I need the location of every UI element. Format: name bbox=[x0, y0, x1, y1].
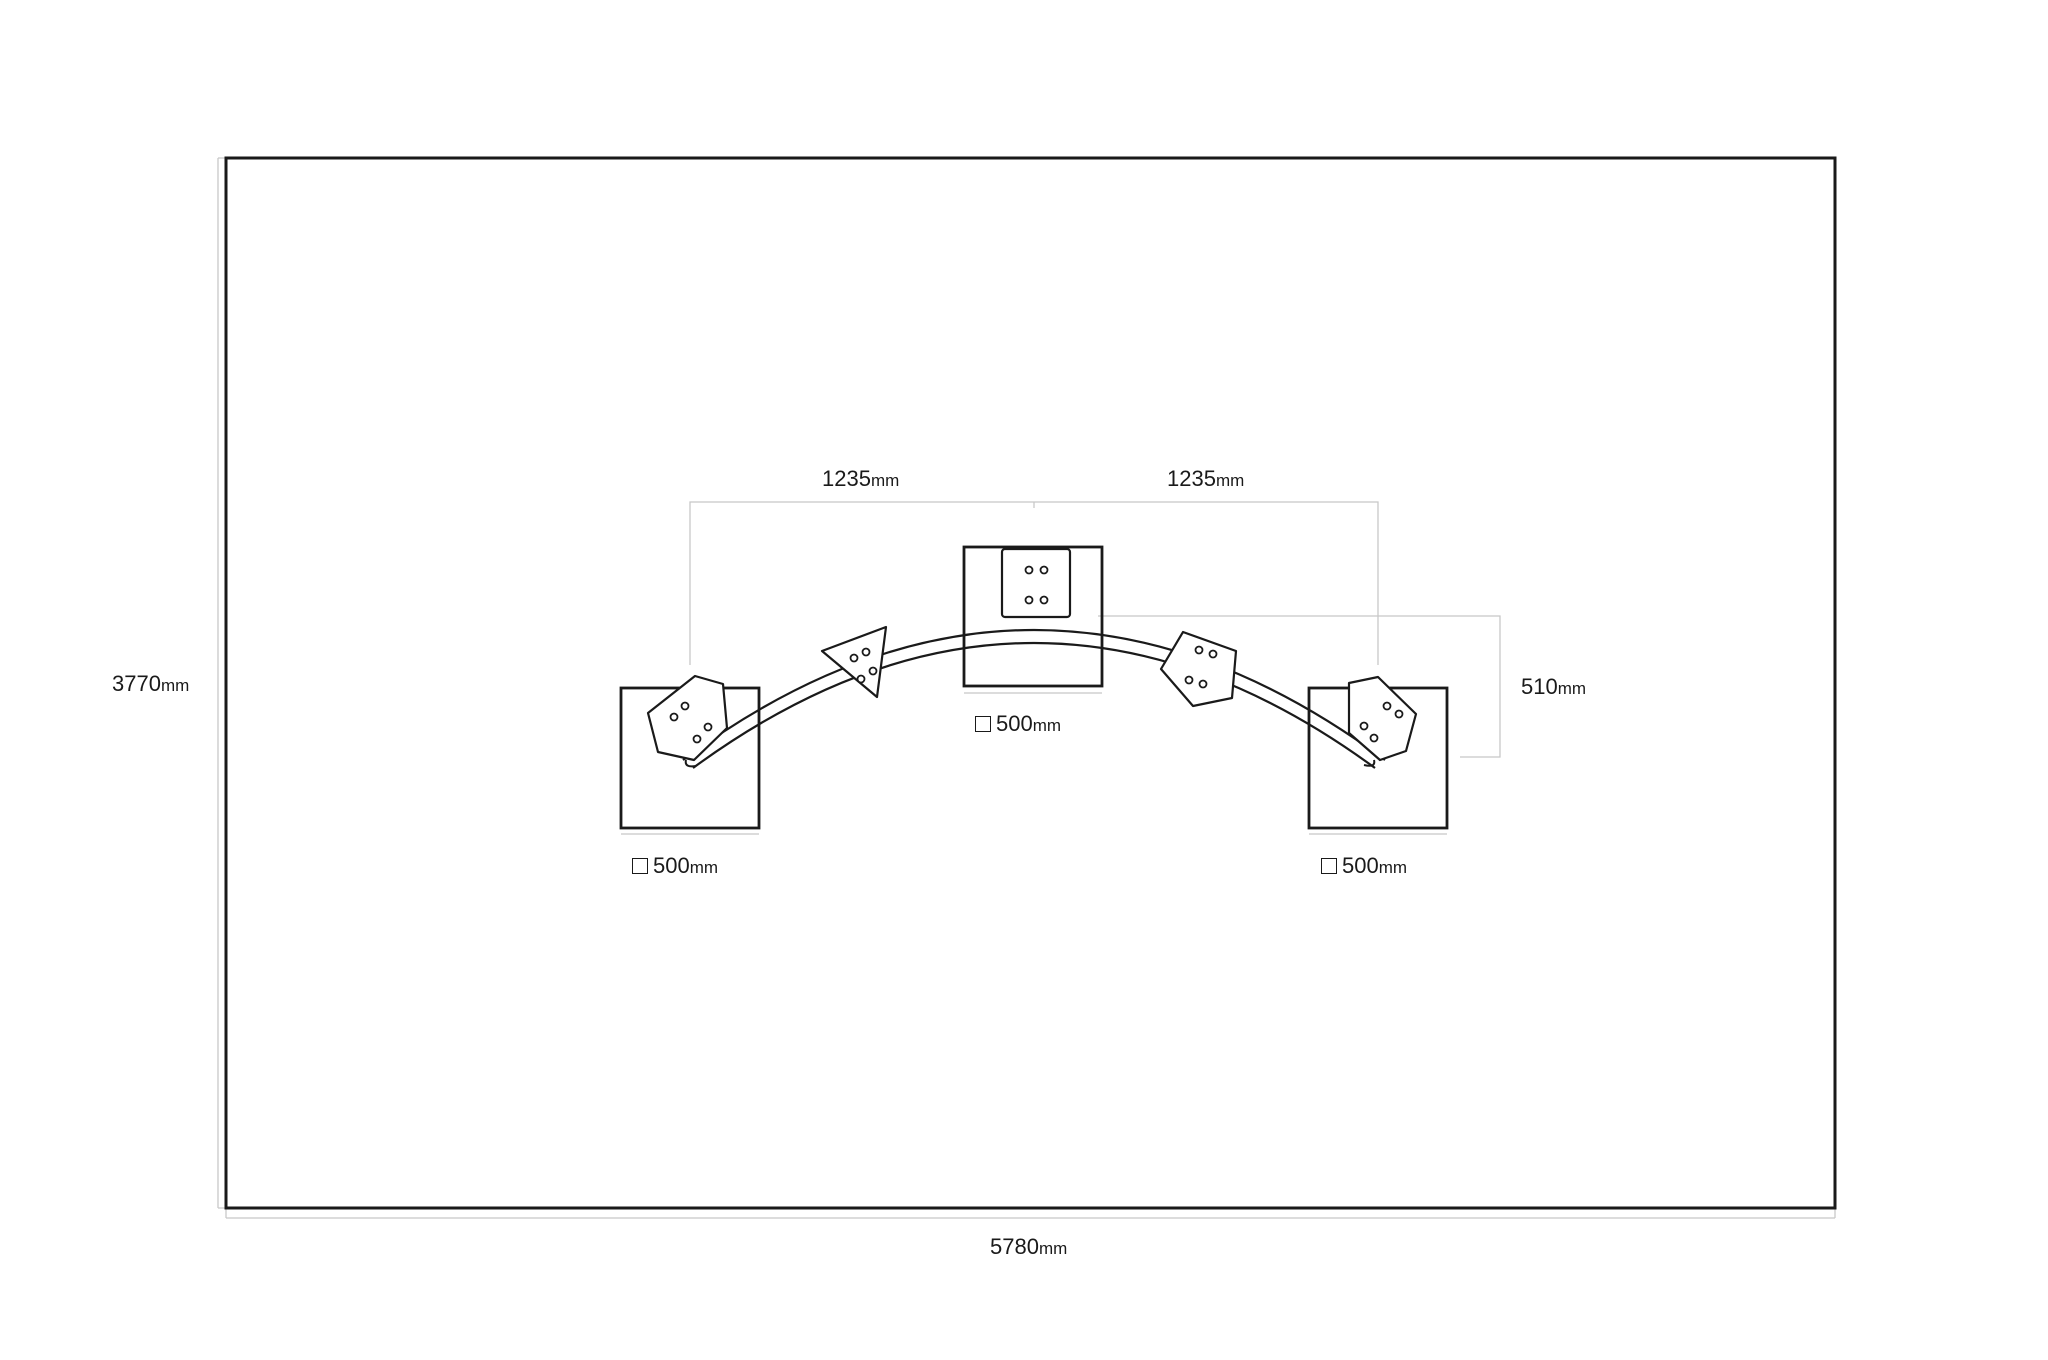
panel-triangle bbox=[820, 625, 888, 699]
dim-height-offset: 510mm bbox=[1521, 676, 1586, 698]
dim-spacing-right-value: 1235 bbox=[1167, 466, 1216, 491]
dim-footing-center: 500mm bbox=[975, 713, 1061, 735]
dim-spacing-right: 1235mm bbox=[1167, 468, 1244, 490]
dim-footing-right-unit: mm bbox=[1378, 858, 1408, 877]
square-symbol-icon bbox=[1321, 858, 1337, 874]
dim-footing-right-value: 500 bbox=[1342, 853, 1379, 878]
square-symbol-icon bbox=[975, 716, 991, 732]
dim-height-offset-value: 510 bbox=[1521, 674, 1558, 699]
square-symbol-icon bbox=[632, 858, 648, 874]
dim-footing-left-unit: mm bbox=[689, 858, 719, 877]
panel-square-center bbox=[1000, 547, 1072, 619]
panel-pentagon-mid-right bbox=[1159, 630, 1238, 708]
dim-total-width: 5780mm bbox=[990, 1236, 1067, 1258]
dim-spacing-left-value: 1235 bbox=[822, 466, 871, 491]
dim-height-offset-unit: mm bbox=[1557, 679, 1587, 698]
dim-footing-left: 500mm bbox=[632, 855, 718, 877]
panel-pentagon-left bbox=[646, 674, 729, 768]
dim-total-width-unit: mm bbox=[1038, 1239, 1068, 1258]
dim-footing-center-value: 500 bbox=[996, 711, 1033, 736]
panel-pentagon-right bbox=[1347, 675, 1418, 767]
footing-center bbox=[962, 545, 1104, 688]
dim-total-height-unit: mm bbox=[160, 676, 190, 695]
dimension-lines bbox=[217, 157, 1836, 1219]
site-boundary bbox=[224, 156, 1837, 1210]
dim-total-height: 3770mm bbox=[112, 673, 189, 695]
dim-spacing-right-unit: mm bbox=[1215, 471, 1245, 490]
dim-footing-right: 500mm bbox=[1321, 855, 1407, 877]
dim-spacing-left: 1235mm bbox=[822, 468, 899, 490]
dim-spacing-left-unit: mm bbox=[870, 471, 900, 490]
dim-total-height-value: 3770 bbox=[112, 671, 161, 696]
curved-beam bbox=[682, 629, 1386, 769]
dim-total-width-value: 5780 bbox=[990, 1234, 1039, 1259]
dim-footing-center-unit: mm bbox=[1032, 716, 1062, 735]
dim-footing-left-value: 500 bbox=[653, 853, 690, 878]
